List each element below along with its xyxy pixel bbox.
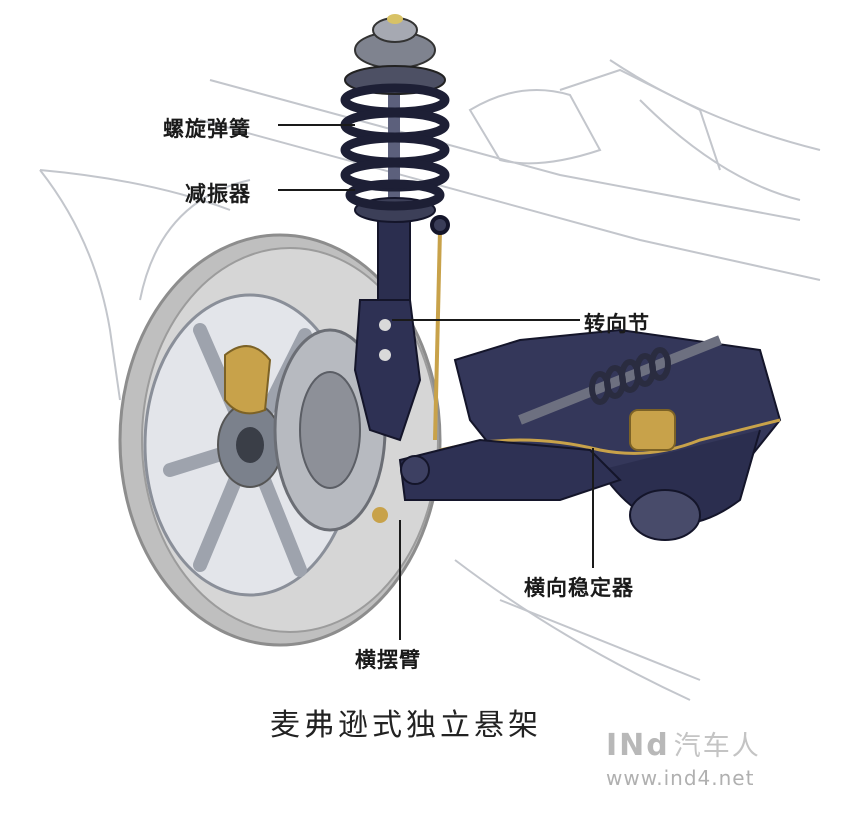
label-stabilizer-bar: 横向稳定器 [524,576,634,600]
watermark-logo-cn: 汽车人 [673,731,761,762]
label-coil-spring: 螺旋弹簧 [163,117,251,141]
steering-rack [518,335,722,425]
stabilizer-bushing [629,409,676,451]
watermark-url: www.ind4.net [606,766,755,790]
label-shock-absorber: 减振器 [185,182,251,206]
diagram-caption: 麦弗逊式独立悬架 [270,708,542,743]
lower-control-arm [372,438,622,523]
label-control-arm: 横摆臂 [355,648,421,672]
leader-lines [278,124,594,640]
label-steering-knuckle: 转向节 [584,312,650,336]
watermark-logo-text: INd [606,728,670,763]
steering-knuckle [353,299,422,442]
subframe [453,328,782,541]
car-body-outline [39,59,821,701]
stabilizer-link [430,215,450,441]
